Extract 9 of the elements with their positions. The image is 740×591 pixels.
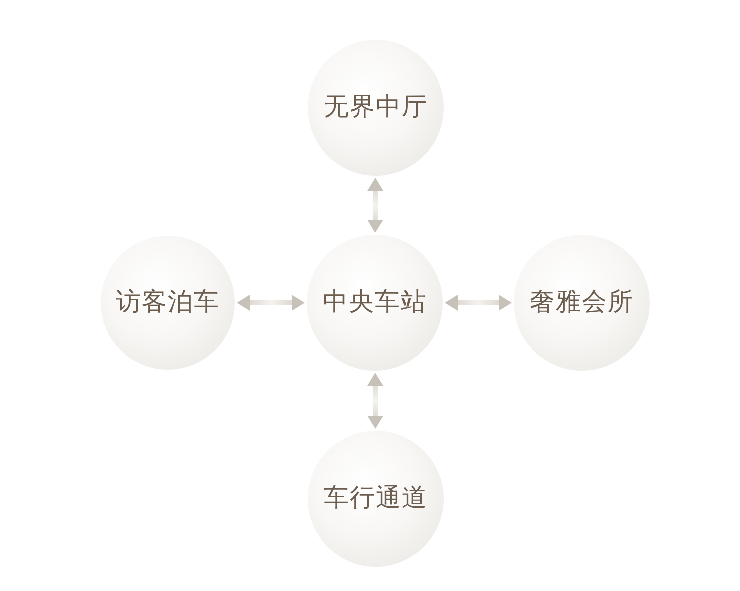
double-arrow [445, 295, 512, 311]
node-label: 中央车站 [323, 288, 427, 318]
node-label: 访客泊车 [116, 288, 220, 318]
double-arrow [367, 178, 384, 233]
double-arrow [367, 373, 384, 429]
double-arrow [237, 295, 305, 311]
node-label: 车行通道 [324, 484, 428, 514]
node-label: 无界中厅 [324, 93, 428, 123]
node-label: 奢雅会所 [530, 288, 634, 318]
